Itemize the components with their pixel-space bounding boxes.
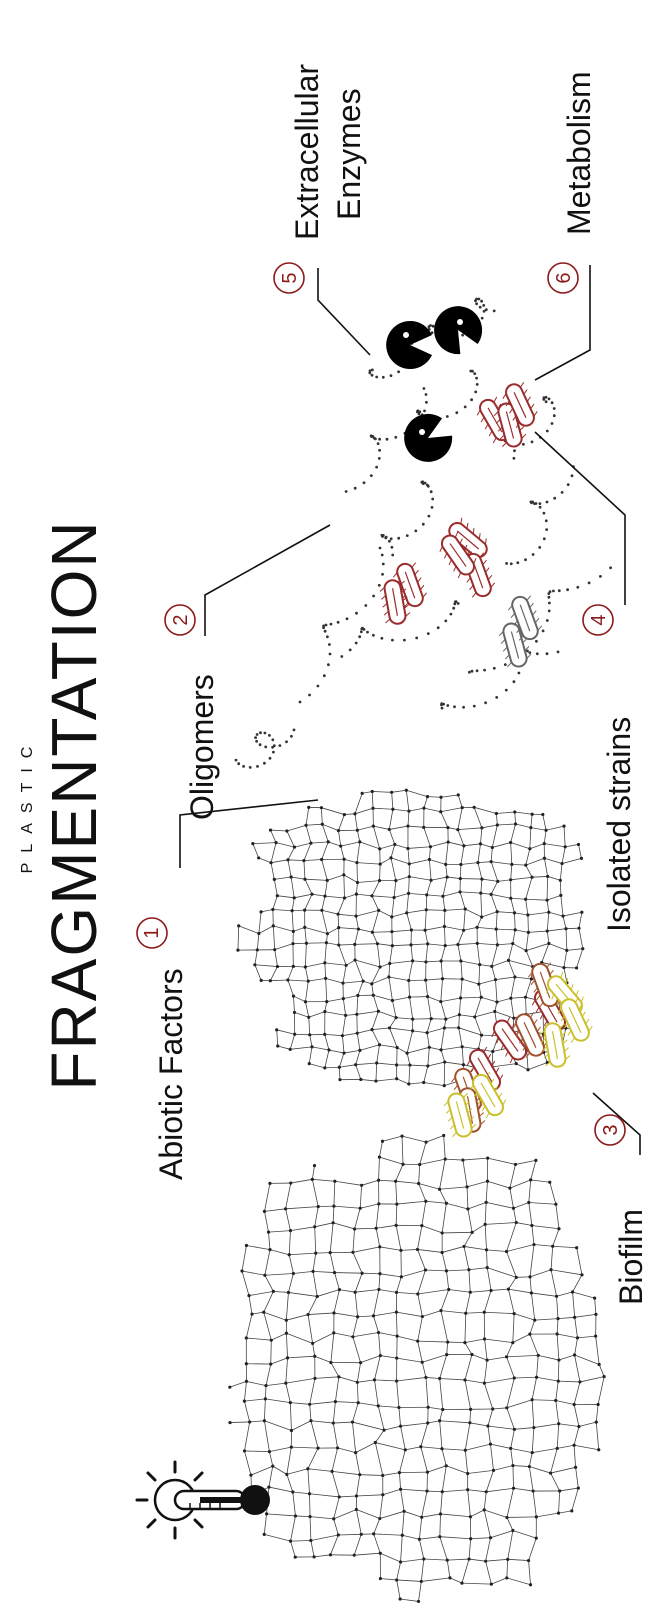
step-3-label: Biofilm	[613, 1209, 649, 1305]
enzyme-icon	[395, 406, 459, 470]
step-5-label: Extracellular	[289, 64, 325, 240]
step-1-label: Abiotic Factors	[153, 968, 189, 1180]
step-6-number: 6	[553, 272, 575, 283]
step-5-label-line2: Enzymes	[331, 88, 367, 220]
step-4-label: Isolated strains	[601, 717, 637, 932]
title-block: PLASTIC FRAGMENTATION	[19, 519, 110, 1090]
step-1: 1 Abiotic Factors	[137, 918, 189, 1180]
step-6: 6 Metabolism	[548, 71, 597, 293]
step-4-number: 4	[588, 614, 610, 625]
step-5-number: 5	[279, 272, 301, 283]
step-2: 2 Oligomers	[165, 605, 220, 820]
step-2-label: Oligomers	[184, 674, 220, 820]
step-6-label: Metabolism	[561, 71, 597, 235]
step-4: 4 Isolated strains	[583, 605, 637, 932]
step-2-number: 2	[170, 614, 192, 625]
step-3-number: 3	[600, 1124, 622, 1135]
step-5: 5 Extracellular Enzymes	[274, 64, 367, 293]
step-1-number: 1	[141, 927, 163, 938]
thermometer-icon	[175, 1485, 270, 1515]
step-3: 3 Biofilm	[595, 1115, 649, 1305]
enzyme-icon	[386, 321, 432, 369]
diagram-subtitle: PLASTIC	[19, 737, 36, 874]
intact-plastic-sheet	[228, 1134, 605, 1603]
bacteria-cluster	[378, 380, 596, 1140]
diagram-title: FRAGMENTATION	[38, 519, 110, 1090]
